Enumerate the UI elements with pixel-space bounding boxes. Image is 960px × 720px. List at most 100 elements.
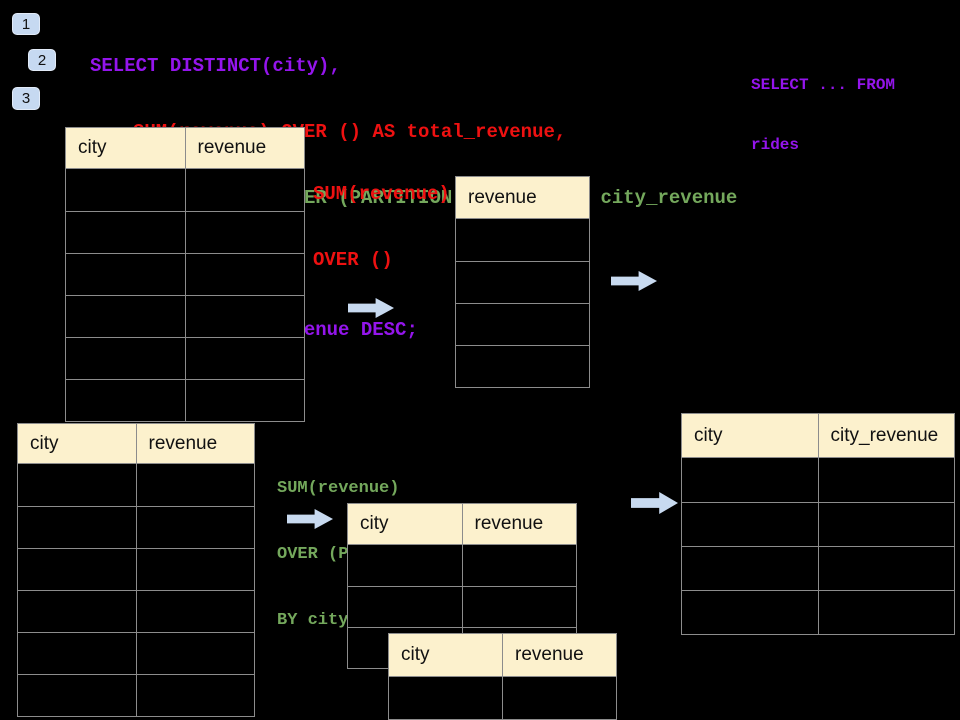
table-row xyxy=(66,211,304,253)
table-row xyxy=(66,169,304,211)
table-row xyxy=(18,674,254,716)
sql-line-select: SELECT DISTINCT(city), xyxy=(90,55,341,77)
table-cell xyxy=(184,296,305,337)
table-body xyxy=(66,169,304,421)
table-header-row: city revenue xyxy=(348,504,576,545)
table-cell xyxy=(184,169,305,211)
table-cell xyxy=(66,254,185,295)
table-cell xyxy=(66,338,185,379)
table-row xyxy=(348,545,576,586)
table-row xyxy=(66,337,304,379)
corner-note-line2: rides xyxy=(751,136,800,154)
table-cell xyxy=(348,587,462,627)
table-cell xyxy=(66,296,185,337)
table-header-row: city revenue xyxy=(389,634,616,677)
table-cell xyxy=(502,677,616,719)
table-cell xyxy=(461,545,577,586)
table-cell xyxy=(456,304,589,345)
table-cell xyxy=(817,458,955,502)
table-cell xyxy=(135,591,255,632)
table-row xyxy=(18,548,254,590)
table-cell xyxy=(817,547,955,590)
column-header-city: city xyxy=(30,432,59,454)
column-header-city: city xyxy=(401,644,430,665)
annotation-total-line1: SUM(revenue) xyxy=(313,183,450,205)
column-header-city: city xyxy=(694,424,723,446)
column-header-revenue: revenue xyxy=(468,186,537,208)
table-cell xyxy=(66,212,185,253)
table-cell xyxy=(682,458,818,502)
table-cell xyxy=(184,212,305,253)
table-header-row: city revenue xyxy=(18,424,254,464)
annotation-total-revenue: SUM(revenue) OVER () xyxy=(313,139,450,315)
table-body xyxy=(18,464,254,716)
table-source-bottom: city revenue xyxy=(17,423,255,717)
table-cell xyxy=(817,591,955,634)
table-source-top: city revenue xyxy=(65,127,305,422)
corner-note-line1: SELECT ... FROM xyxy=(751,76,896,94)
table-cell xyxy=(184,254,305,295)
table-cell xyxy=(456,219,589,261)
column-header-city: city xyxy=(78,137,107,158)
table-body xyxy=(389,677,616,720)
table-cell xyxy=(66,380,185,421)
table-cell xyxy=(66,169,185,211)
table-row xyxy=(66,295,304,337)
table-cell xyxy=(135,464,255,506)
table-cell xyxy=(461,587,577,627)
step-badge-1: 1 xyxy=(12,13,40,35)
table-cell xyxy=(18,549,136,590)
table-cell xyxy=(456,346,589,387)
corner-note: SELECT ... FROM rides xyxy=(751,35,895,195)
flow-arrow-icon xyxy=(631,492,678,514)
table-row xyxy=(389,677,616,719)
table-row xyxy=(682,546,954,590)
column-header-revenue: revenue xyxy=(461,504,577,544)
table-cell xyxy=(135,675,255,716)
table-final-result: city city_revenue xyxy=(681,413,955,635)
table-row xyxy=(682,590,954,634)
column-header-city: city xyxy=(360,513,389,534)
table-cell xyxy=(817,503,955,546)
table-row xyxy=(682,458,954,502)
table-row xyxy=(456,303,589,345)
table-row xyxy=(18,506,254,548)
table-cell xyxy=(135,633,255,674)
table-cell xyxy=(18,633,136,674)
table-cell xyxy=(18,464,136,506)
table-body xyxy=(456,219,589,387)
table-row xyxy=(456,219,589,261)
step-badge-3: 3 xyxy=(12,87,40,110)
table-header-row: city revenue xyxy=(66,128,304,169)
table-total-result: revenue xyxy=(455,176,590,388)
table-cell xyxy=(18,675,136,716)
table-row xyxy=(348,586,576,627)
table-cell xyxy=(456,262,589,303)
table-row xyxy=(456,345,589,387)
table-row xyxy=(456,261,589,303)
annotation-total-line2: OVER () xyxy=(313,249,393,271)
table-header-row: revenue xyxy=(456,177,589,219)
table-cell xyxy=(184,338,305,379)
table-partition-overlay: city revenue xyxy=(388,633,617,720)
table-cell xyxy=(184,380,305,421)
table-row xyxy=(18,464,254,506)
table-row xyxy=(66,379,304,421)
table-cell xyxy=(348,545,462,586)
table-row xyxy=(18,590,254,632)
table-row xyxy=(66,253,304,295)
table-body xyxy=(682,458,954,634)
table-cell xyxy=(682,503,818,546)
column-header-city-revenue: city_revenue xyxy=(817,414,955,457)
table-cell xyxy=(682,547,818,590)
annotation-partition-line3: BY city) xyxy=(277,611,359,630)
table-cell xyxy=(135,507,255,548)
table-row xyxy=(18,632,254,674)
table-cell xyxy=(389,677,502,719)
table-header-row: city city_revenue xyxy=(682,414,954,458)
column-header-revenue: revenue xyxy=(135,424,255,463)
column-header-revenue: revenue xyxy=(184,128,305,168)
table-row xyxy=(682,502,954,546)
table-cell xyxy=(135,549,255,590)
